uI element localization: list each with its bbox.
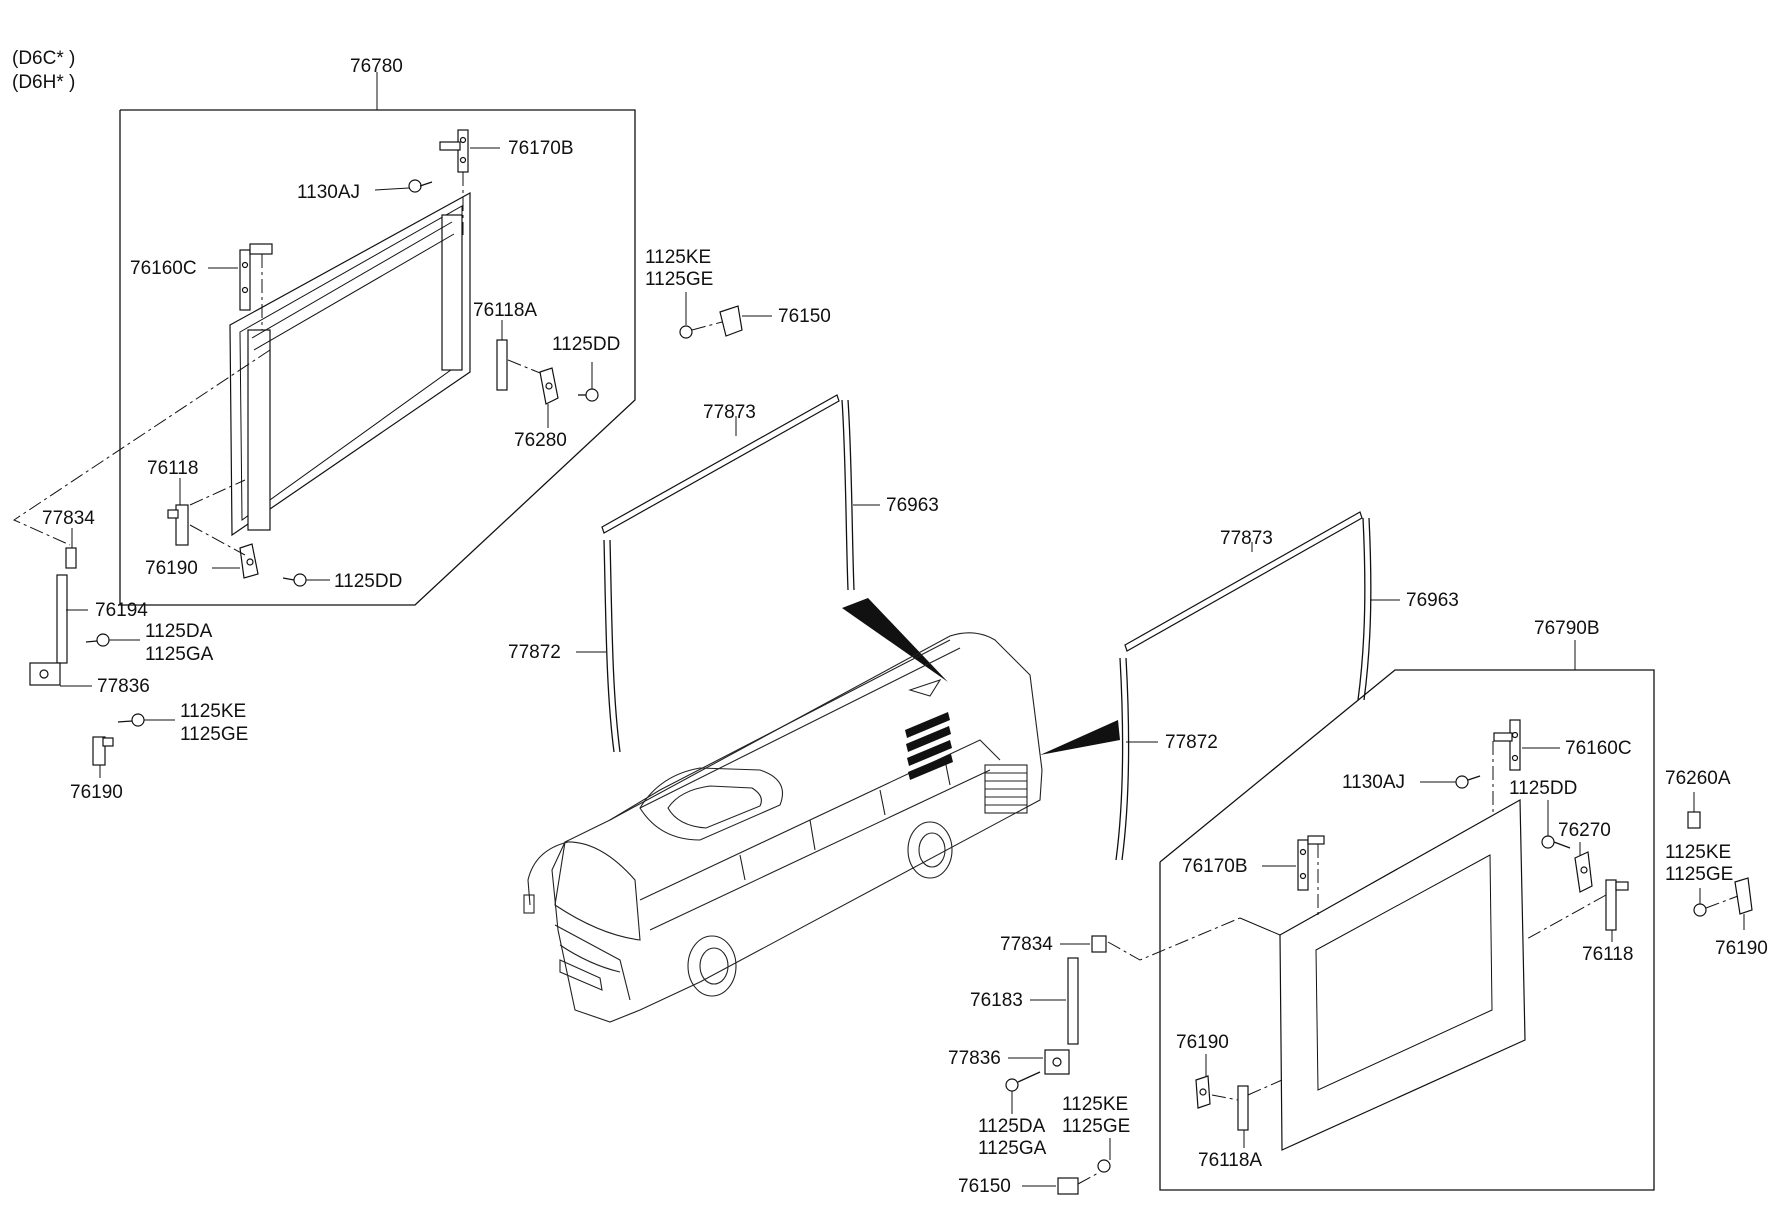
hinge-76150-bottom	[1057, 1177, 1079, 1195]
part-label-1125DA-right: 1125DA	[978, 1116, 1046, 1137]
hinge-76190-upper-left	[239, 543, 259, 579]
part-label-1125GA-right: 1125GA	[978, 1138, 1047, 1159]
part-label-76118A-right: 76118A	[1198, 1150, 1262, 1171]
hinge-76190-lower-left	[92, 736, 114, 766]
hinge-76150-top	[719, 305, 743, 337]
part-label-76963-center: 76963	[886, 495, 939, 516]
hinge-76160C-left	[239, 243, 273, 311]
window-pane-right	[1239, 798, 1526, 1151]
right-assembly-frame	[1159, 669, 1655, 1191]
right-window-assembly: 76790B 76160C 1130AJ 1125DD	[1107, 618, 1655, 1191]
part-label-1125DA-left: 1125DA	[145, 621, 213, 642]
hinge-76270	[1574, 851, 1593, 893]
bolt-1125DA-left	[85, 633, 110, 647]
bolt-1125DD-lower-left	[282, 573, 307, 587]
part-label-76160C-left: 76160C	[130, 258, 197, 279]
part-label-1125GA-left: 1125GA	[145, 644, 214, 665]
hinge-76280	[539, 367, 559, 405]
callout-wedge-lower	[1040, 720, 1120, 755]
part-label-1125KE-far-right: 1125KE	[1665, 842, 1731, 863]
part-label-76118-right: 76118	[1582, 944, 1633, 965]
part-label-1125KE-bottom: 1125KE	[1062, 1094, 1128, 1115]
bolt-1125DA-right	[1005, 1071, 1041, 1092]
bolt-1130AJ-right	[1455, 775, 1481, 789]
bolt-1130AJ-left	[408, 179, 433, 193]
variant-label-d6h: (D6H* )	[12, 72, 75, 93]
bus-front-wheel	[687, 935, 737, 997]
part-label-1125GE-far-right: 1125GE	[1665, 864, 1733, 885]
hinge-76160C-right	[1493, 719, 1521, 771]
right-seal-strips: 77873 76963 77872	[1115, 511, 1459, 861]
bus-side-grille	[905, 712, 953, 780]
part-label-76118A-left: 76118A	[473, 300, 537, 321]
part-label-76790B: 76790B	[1534, 618, 1600, 639]
part-label-76190-inner-right: 76190	[1176, 1032, 1229, 1053]
bus-illustration	[523, 598, 1120, 1023]
hinge-77836-right	[1044, 1049, 1070, 1075]
part-label-76150-bottom: 76150	[958, 1176, 1011, 1197]
bracket-76118-right	[1605, 879, 1629, 931]
part-label-1130AJ-left: 1130AJ	[297, 182, 360, 203]
part-label-1125DD-upper-left: 1125DD	[552, 334, 620, 355]
left-strut-group: 77834 76194 1125DA 1125GA 77836 1125KE 1…	[29, 508, 248, 803]
part-label-1125GE-top: 1125GE	[645, 269, 713, 290]
part-label-77872-right: 77872	[1165, 732, 1218, 753]
part-label-1125GE-left: 1125GE	[180, 724, 248, 745]
part-label-77836-left: 77836	[97, 676, 150, 697]
center-seal-strips: 77873 76963 77872	[508, 394, 939, 753]
part-label-76183: 76183	[970, 990, 1023, 1011]
cap-76260A	[1687, 811, 1701, 829]
left-window-assembly: 76780 76170B 1130AJ	[12, 56, 636, 606]
bracket-76118-left	[167, 504, 189, 546]
bolt-1125KE-far-right	[1693, 903, 1707, 917]
part-label-76780: 76780	[350, 56, 403, 77]
part-label-1125GE-bottom: 1125GE	[1062, 1116, 1130, 1137]
part-label-77873-right: 77873	[1220, 528, 1273, 549]
far-right-fastener-group: 76260A 1125KE 1125GE 76190	[1665, 768, 1768, 959]
part-label-1125DD-lower-left: 1125DD	[334, 571, 402, 592]
part-label-76190-upper-left: 76190	[145, 558, 198, 579]
part-label-76270: 76270	[1558, 820, 1611, 841]
part-label-77836-right: 77836	[948, 1048, 1001, 1069]
part-label-76160C-right: 76160C	[1565, 738, 1632, 759]
part-label-77873-center: 77873	[703, 402, 756, 423]
hinge-76190-inner-right	[1195, 1075, 1211, 1109]
part-label-76190-lower-left: 76190	[70, 782, 123, 803]
bolt-1125DD-upper-left	[578, 388, 599, 402]
part-label-76260A: 76260A	[1665, 768, 1731, 789]
hinge-77836-left	[29, 662, 61, 686]
bolt-1125DD-right	[1541, 835, 1571, 849]
callout-wedge-upper	[842, 598, 948, 682]
part-label-77834-left: 77834	[42, 508, 95, 529]
bracket-76118A-left	[496, 339, 508, 391]
bus-rear-grille	[984, 764, 1028, 814]
hinge-76170B-left	[439, 129, 469, 173]
bolt-1125KE-left	[117, 713, 145, 727]
part-label-76280: 76280	[514, 430, 567, 451]
variant-label-d6c: (D6C* )	[12, 48, 75, 69]
part-label-76963-right: 76963	[1406, 590, 1459, 611]
part-label-77872-center: 77872	[508, 642, 561, 663]
part-label-76150-top: 76150	[778, 306, 831, 327]
part-label-76190-far-right: 76190	[1715, 938, 1768, 959]
part-label-1130AJ-right: 1130AJ	[1342, 772, 1405, 793]
part-label-1125KE-top: 1125KE	[645, 247, 711, 268]
part-label-1125KE-left: 1125KE	[180, 701, 246, 722]
part-label-76118-left: 76118	[147, 458, 198, 479]
right-strut-group: 77834 76183 77836 1125DA 1125GA 1125KE 1…	[948, 934, 1130, 1197]
part-label-76170B-right: 76170B	[1182, 856, 1248, 877]
part-label-1125DD-right: 1125DD	[1509, 778, 1577, 799]
bus-rear-wheel	[907, 821, 953, 879]
hinge-76190-far-right	[1734, 877, 1753, 915]
top-center-fastener-group: 1125KE 1125GE 76150	[645, 247, 831, 339]
hinge-76170B-right	[1297, 835, 1325, 891]
bolt-1125KE-bottom	[1097, 1159, 1111, 1173]
part-label-76194: 76194	[95, 600, 148, 621]
left-assembly-frame	[119, 109, 636, 606]
part-label-77834-right: 77834	[1000, 934, 1053, 955]
window-sash-left	[229, 191, 471, 537]
bracket-76118A-right	[1237, 1085, 1249, 1131]
part-label-76170B-left: 76170B	[508, 138, 574, 159]
